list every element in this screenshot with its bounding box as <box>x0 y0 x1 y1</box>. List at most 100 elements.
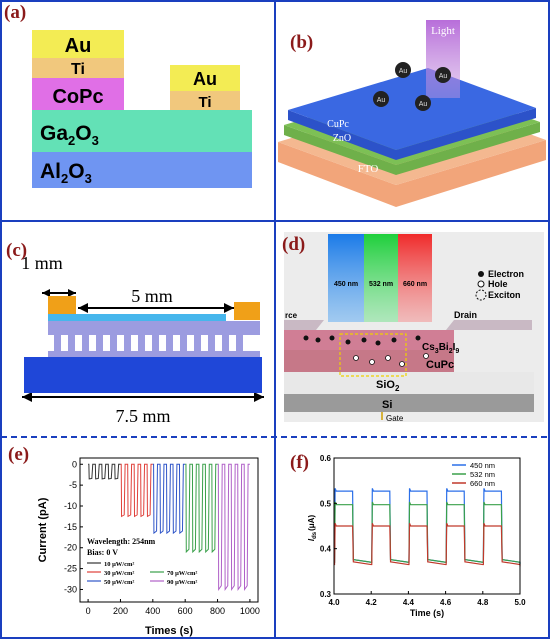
series-group <box>333 488 521 567</box>
si-layer <box>284 394 534 412</box>
beam-532 <box>364 234 398 322</box>
legend-label: 50 μW/cm² <box>104 579 134 586</box>
series-line-2 <box>152 463 186 535</box>
substrate <box>24 357 262 393</box>
light-label: Light <box>431 25 455 37</box>
legend-label: 532 nm <box>470 470 495 479</box>
fto-side <box>278 140 546 207</box>
beam-660 <box>398 234 432 322</box>
left-contact <box>48 296 76 314</box>
y-tick-label: 0.4 <box>320 545 332 554</box>
legend-label: 660 nm <box>470 479 495 488</box>
cupc-side <box>288 108 536 160</box>
label-zno-b: ZnO <box>333 133 351 144</box>
ti-layer-left <box>32 58 124 78</box>
cs3bi2i9-layer <box>284 330 454 350</box>
x-tick-label: 4.0 <box>328 598 340 607</box>
arrow-head <box>254 392 264 402</box>
legend-label: 70 μW/cm² <box>167 570 197 577</box>
light-beam <box>426 20 460 98</box>
legend-exciton: Exciton <box>488 290 521 300</box>
x-axis-label: Times (s) <box>145 625 193 637</box>
au-particle-label: Au <box>377 97 386 104</box>
x-tick-label: 400 <box>145 606 160 616</box>
legend-label: 10 μW/cm² <box>104 561 134 568</box>
au-particle-label: Au <box>439 73 448 80</box>
beam-label-660: 660 nm <box>403 281 427 288</box>
legend-label: 90 μW/cm² <box>167 579 197 586</box>
au-layer-left <box>32 30 124 58</box>
panel-b-label: (b) <box>290 32 314 53</box>
panel-c-label: (c) <box>6 240 28 261</box>
plot-frame <box>79 457 259 603</box>
panel-d-label: (d) <box>282 234 306 255</box>
label-cupc-b: CuPc <box>327 119 349 130</box>
y-tick-label: -10 <box>64 501 77 511</box>
y-tick-label: -30 <box>64 584 77 594</box>
legend-hole: Hole <box>488 279 508 289</box>
panel-d: 450 nm 532 nm 660 nm Electron Hole Excit… <box>276 222 548 436</box>
device-stack-a: Au Ti CoPc Au Ti Ga2O3 Al2O3 <box>32 30 252 188</box>
au-particle <box>395 62 411 78</box>
y-tick-label: 0.5 <box>320 499 332 508</box>
series-line-2 <box>333 523 521 567</box>
exciton-region <box>339 333 407 377</box>
device-schematic-c: 1 mm 5 mm 7.5 mm <box>21 253 264 426</box>
source-electrode <box>284 320 324 330</box>
label-sio2: SiO2 <box>376 379 400 393</box>
au-particles: Au Au Au Au <box>373 62 451 111</box>
label-al2o3: Al2O3 <box>40 160 92 186</box>
charge-carriers <box>303 335 429 367</box>
y-tick-label: -20 <box>64 543 77 553</box>
series-line-1 <box>333 501 521 565</box>
exciton-symbol <box>475 289 487 301</box>
y-tick-label: 0.6 <box>320 454 332 463</box>
cupc-top <box>288 68 536 150</box>
au-particle <box>435 67 451 83</box>
x-tick-label: 4.6 <box>440 598 452 607</box>
zno-side <box>284 122 540 175</box>
device-stack-b: Light Au Au Au Au CuPc ZnO FTO <box>278 20 546 207</box>
drain-label: Drain <box>454 310 477 320</box>
source-label: rce <box>285 311 298 320</box>
y-axis-label: Ids(μA) <box>307 515 318 542</box>
annotation-wavelength: Wavelength: 254nm <box>87 537 156 546</box>
phototransistor-d: 450 nm 532 nm 660 nm Electron Hole Excit… <box>284 232 544 423</box>
plot-frame <box>333 457 521 595</box>
beam-label-532: 532 nm <box>369 281 393 288</box>
y-tick-label: -5 <box>69 480 77 490</box>
legend-electron: Electron <box>488 269 524 279</box>
y-axis-label: Current (pA) <box>37 497 49 562</box>
y-ticks: 0-5-10-15-20-25-30 <box>64 459 83 594</box>
series-line-0 <box>88 463 121 480</box>
drain-electrode <box>446 320 532 330</box>
electron-symbol <box>478 271 484 277</box>
panel-c: 1 mm 5 mm 7.5 mm (c) <box>2 222 274 436</box>
arrow-head <box>78 303 88 313</box>
annotation-bias: Bias: 0 V <box>87 548 118 557</box>
label-cs3bi2i9: Cs3Bi2I9 <box>422 342 459 355</box>
label-ti-right: Ti <box>198 94 211 111</box>
x-axis-label: Time (s) <box>410 608 444 618</box>
x-tick-label: 800 <box>210 606 225 616</box>
y-tick-label: 0 <box>72 459 77 469</box>
au-particle <box>415 95 431 111</box>
dim-label-total: 7.5 mm <box>115 406 170 426</box>
panel-a: Au Ti CoPc Au Ti Ga2O3 Al2O3 (a) <box>2 2 274 220</box>
y-tick-label: -25 <box>64 564 77 574</box>
panel-a-label: (a) <box>4 2 27 23</box>
hole-symbol <box>477 280 485 288</box>
panel-b: Light Au Au Au Au CuPc ZnO FTO (b) <box>276 2 548 220</box>
x-tick-label: 1000 <box>240 606 260 616</box>
label-au-left: Au <box>65 35 92 57</box>
x-tick-label: 4.2 <box>366 598 378 607</box>
label-si: Si <box>382 399 392 411</box>
y-ticks: 0.30.40.50.6 <box>320 454 337 599</box>
